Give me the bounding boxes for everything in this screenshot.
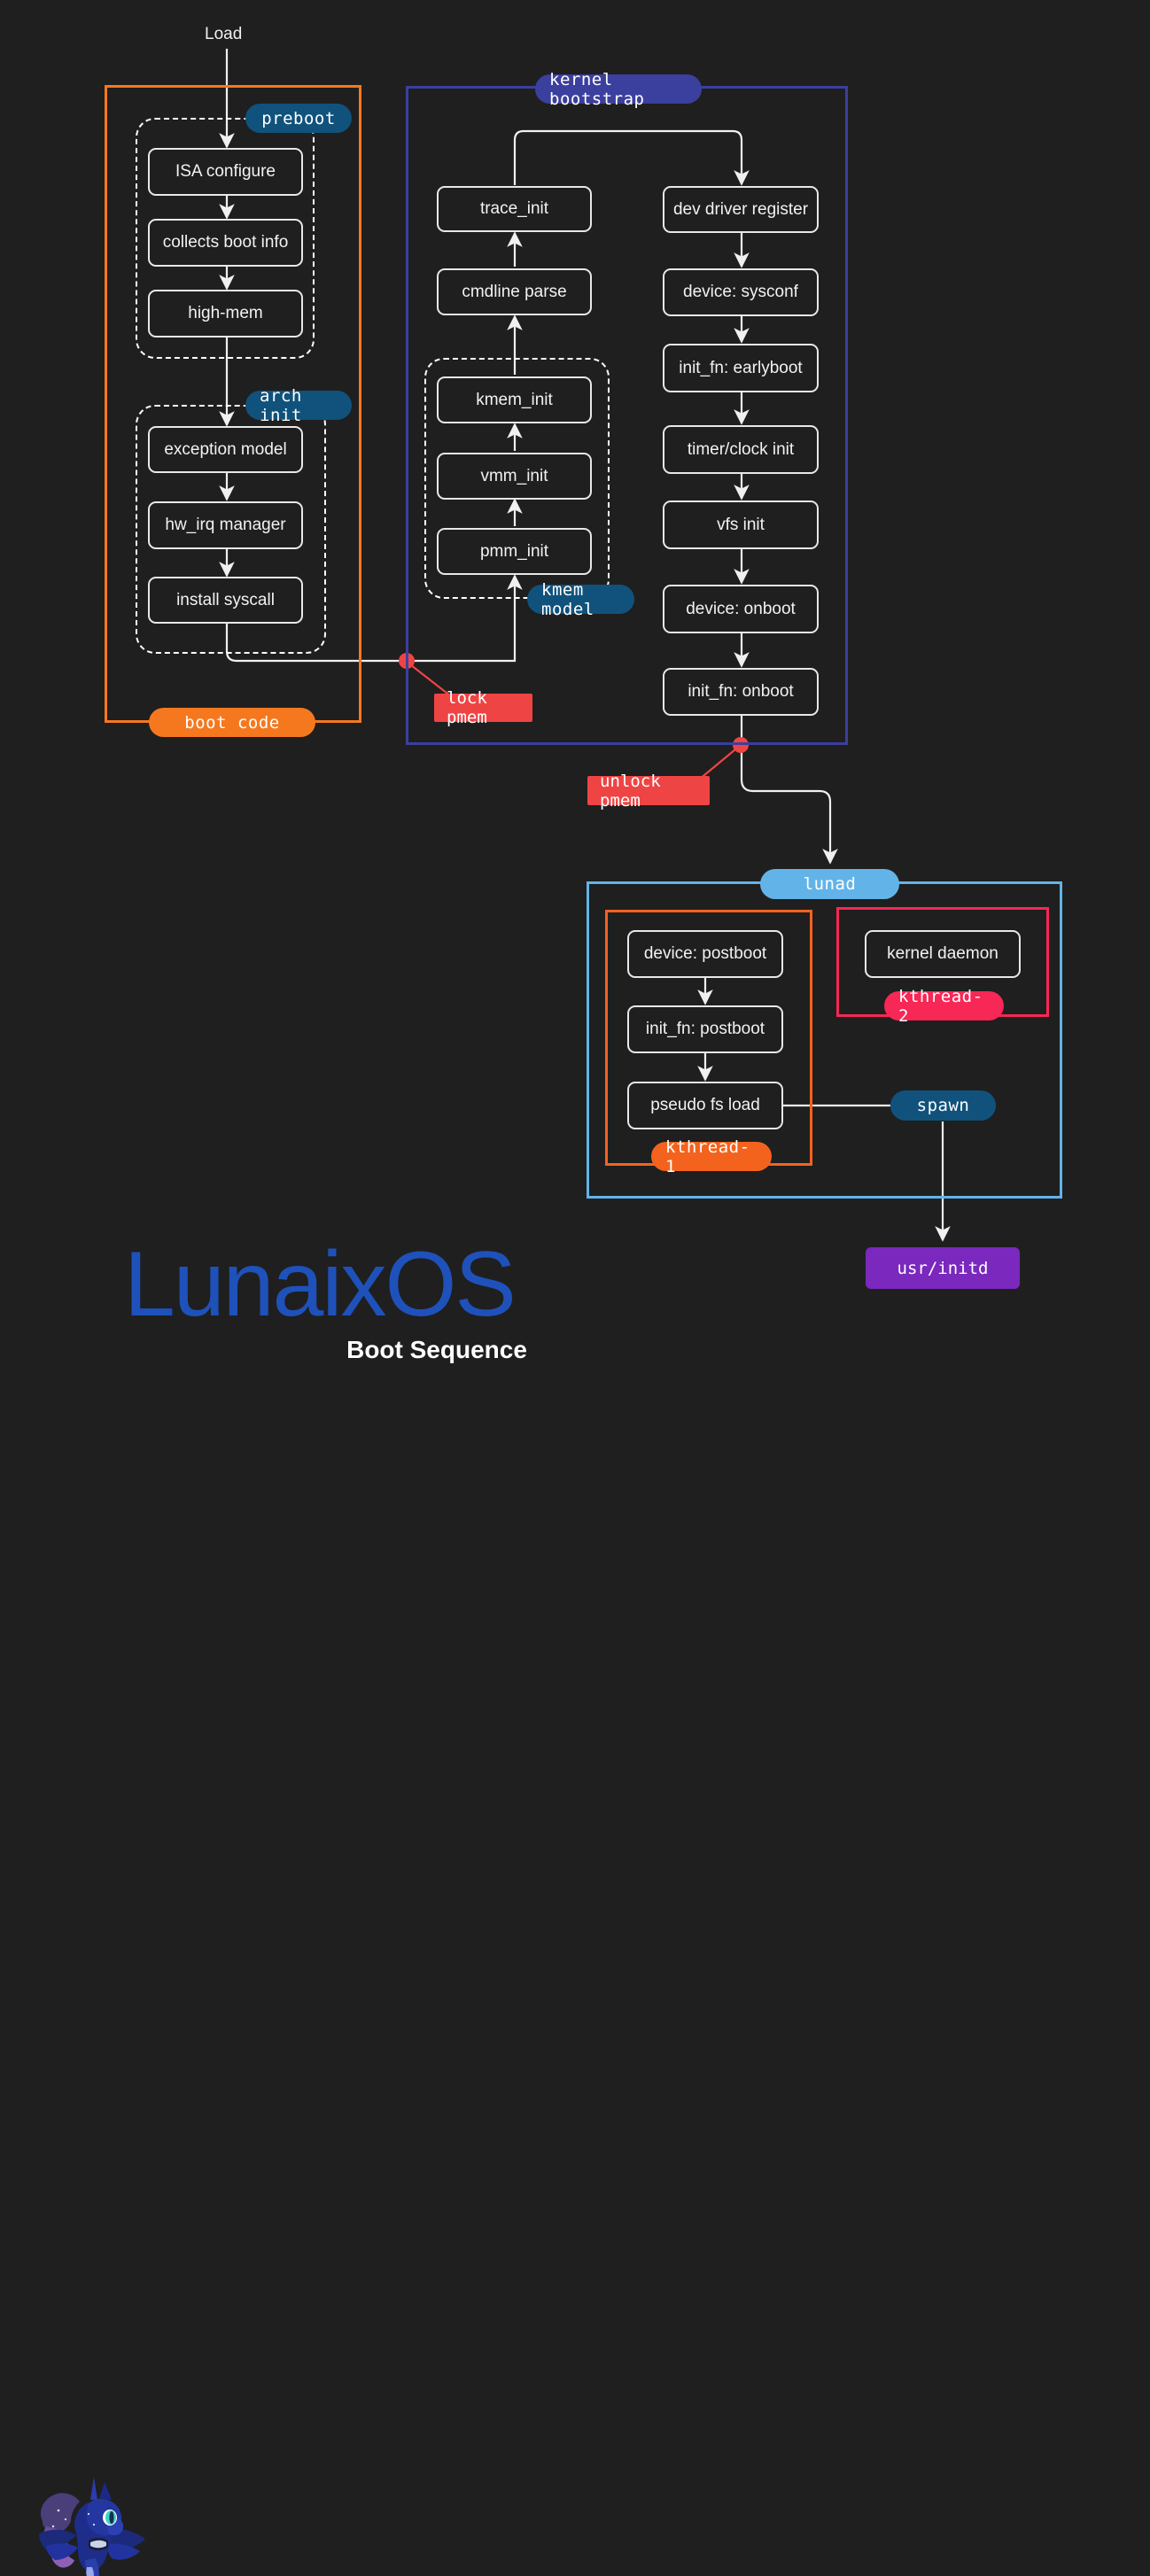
luna-mascot-icon [39, 2477, 145, 2576]
group-kmem-model-label: kmem model [527, 580, 634, 619]
node-high-mem[interactable]: high-mem [148, 290, 303, 338]
node-pmm-init[interactable]: pmm_init [437, 528, 592, 575]
marker-unlock-pmem: unlock pmem [587, 772, 710, 811]
marker-lock-pmem: lock pmem [434, 688, 532, 727]
node-isa-configure[interactable]: ISA configure [148, 148, 303, 196]
node-init-fn-postboot[interactable]: init_fn: postboot [627, 1005, 783, 1053]
brand-wordmark: LunaixOS [124, 1233, 517, 1336]
group-arch-init [136, 405, 326, 654]
node-init-fn-earlyboot[interactable]: init_fn: earlyboot [663, 344, 819, 392]
node-kernel-daemon[interactable]: kernel daemon [865, 930, 1021, 978]
boot-sequence-diagram: Load boot code preboot ISA configure col… [39, 25, 1062, 2576]
node-trace-init[interactable]: trace_init [437, 186, 592, 232]
group-arch-init-label: arch init [245, 386, 352, 425]
group-preboot-label: preboot [245, 104, 352, 133]
node-usr-initd[interactable]: usr/initd [866, 1247, 1020, 1289]
node-timer-clock-init[interactable]: timer/clock init [663, 425, 819, 474]
node-exception-model[interactable]: exception model [148, 426, 303, 473]
group-spawn-label: spawn [890, 1090, 996, 1121]
group-kthread-1-label: kthread-1 [651, 1137, 772, 1176]
node-device-postboot[interactable]: device: postboot [627, 930, 783, 978]
node-kmem-init[interactable]: kmem_init [437, 376, 592, 423]
node-pseudo-fs-load[interactable]: pseudo fs load [627, 1082, 783, 1129]
node-device-sysconf[interactable]: device: sysconf [663, 268, 819, 316]
group-kernel-bootstrap-label: kernel bootstrap [535, 70, 702, 109]
group-kthread-2-label: kthread-2 [884, 987, 1004, 1026]
diagram-title: Boot Sequence [346, 1336, 527, 1363]
node-hw-irq-manager[interactable]: hw_irq manager [148, 501, 303, 549]
node-vmm-init[interactable]: vmm_init [437, 453, 592, 500]
entry-label: Load [205, 25, 243, 43]
node-vfs-init[interactable]: vfs init [663, 500, 819, 549]
node-collects-boot-info[interactable]: collects boot info [148, 219, 303, 267]
node-install-syscall[interactable]: install syscall [148, 577, 303, 624]
group-kmem-model [424, 358, 610, 599]
node-cmdline-parse[interactable]: cmdline parse [437, 268, 592, 315]
group-boot-code-label: boot code [149, 708, 315, 737]
node-dev-driver-register[interactable]: dev driver register [663, 186, 819, 233]
group-lunad-label: lunad [760, 869, 899, 899]
node-init-fn-onboot[interactable]: init_fn: onboot [663, 668, 819, 716]
group-preboot [136, 118, 315, 359]
node-device-onboot[interactable]: device: onboot [663, 585, 819, 633]
